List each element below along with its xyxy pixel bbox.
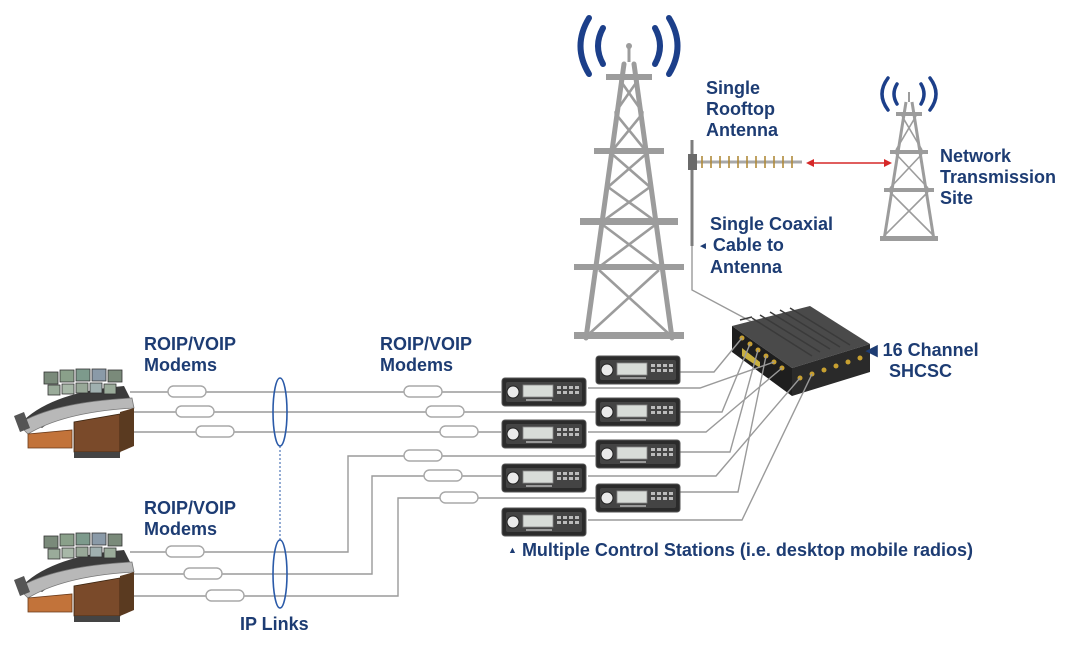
modem-links (130, 385, 596, 602)
label-line: Rooftop (706, 99, 775, 119)
wireless-link-arrow (806, 159, 892, 167)
label-line: Single Coaxial (710, 214, 834, 234)
channel-shcsc-label: ◀ 16 Channel SHCSC (866, 340, 979, 382)
label-line: Multiple Control Stations (i.e. desktop … (521, 540, 973, 560)
label-line: Antenna (706, 120, 778, 140)
label-line: Modems (380, 355, 454, 375)
label-line: SHCSC (889, 361, 953, 381)
label-line: ROIP/VOIP (380, 334, 473, 354)
label-line-with-pointer: ◄ Cable to (698, 235, 833, 257)
single-rooftop-antenna-label: Single Rooftop Antenna (706, 78, 778, 141)
label-line: Network (940, 146, 1012, 166)
label-line: Site (940, 188, 974, 208)
label-line: Cable to (712, 235, 784, 255)
label-line: ROIP/VOIP (144, 498, 237, 518)
radio-tower-large-icon (574, 15, 684, 341)
coaxial-cable (691, 246, 753, 323)
dispatch-console-icon (13, 368, 135, 623)
label-line: Modems (144, 355, 218, 375)
yagi-antenna-icon (688, 140, 802, 246)
single-coaxial-cable-label: Single Coaxial ◄ Cable to Antenna (698, 214, 834, 278)
modems-label-middle: ROIP/VOIP Modems (380, 334, 472, 376)
multiple-control-stations-label: ▲ Multiple Control Stations (i.e. deskto… (508, 540, 973, 561)
pointer-left-icon: ◄ (698, 241, 708, 252)
modems-label-left-top: ROIP/VOIP Modems (144, 334, 236, 376)
radio-tower-small-icon (880, 76, 938, 241)
modems-label-left-bottom: ROIP/VOIP Modems (144, 498, 236, 540)
ip-link-rings (272, 377, 288, 609)
radio-feed-lines (588, 337, 813, 521)
label-line: Antenna (710, 257, 782, 277)
network-transmission-site-label: Network Transmission Site (940, 146, 1056, 209)
label-line: IP Links (240, 614, 309, 634)
ip-links-label: IP Links (240, 614, 309, 635)
radio-control-station-icon (501, 355, 681, 537)
label-line: Transmission (940, 167, 1057, 187)
pointer-left-icon: ◀ (866, 342, 878, 359)
shcsc-combiner-icon (732, 306, 870, 396)
label-line-with-pointer: ◀ 16 Channel (866, 340, 979, 361)
pointer-up-icon: ▲ (508, 545, 517, 555)
label-line: ROIP/VOIP (144, 334, 237, 354)
label-line: Modems (144, 519, 218, 539)
label-line: Single (706, 78, 761, 98)
label-line: 16 Channel (882, 340, 979, 360)
